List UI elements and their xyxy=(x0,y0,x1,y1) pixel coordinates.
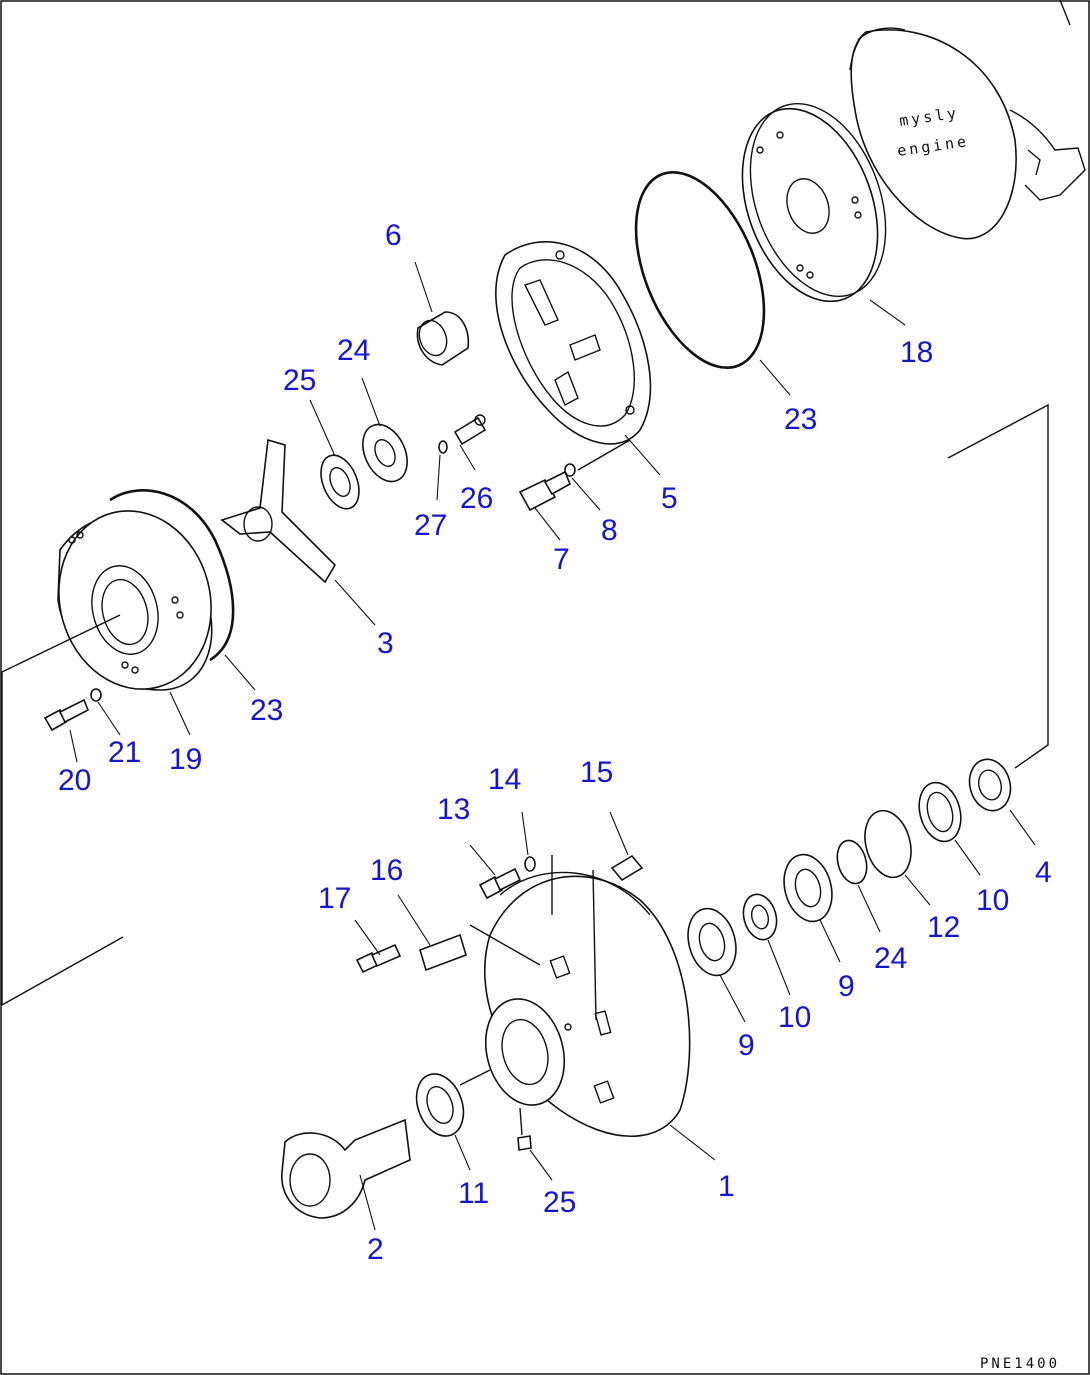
callout-1: 1 xyxy=(718,1170,735,1203)
part-20-cover xyxy=(57,510,213,691)
part-26-ring xyxy=(362,423,408,483)
callout-12: 11 xyxy=(458,1177,489,1210)
part-23-o-ring-upper xyxy=(634,171,766,369)
part-12-seal xyxy=(415,1073,465,1137)
assembly-guide-lines xyxy=(1,403,1049,1136)
part-2-yoke xyxy=(281,1118,411,1219)
callout-28: 26 xyxy=(460,482,493,515)
part-25-plug xyxy=(517,1135,532,1151)
callout-18: 17 xyxy=(318,882,351,915)
part-8-washer xyxy=(564,463,576,477)
callout-23-upper: 23 xyxy=(784,403,817,436)
callout-27: 25 xyxy=(283,364,316,397)
callout-24: 24 xyxy=(874,942,907,975)
part-27-shim xyxy=(320,454,360,510)
callout-25: 25 xyxy=(543,1186,576,1219)
part-28-nipple xyxy=(453,414,487,446)
callout-19: 18 xyxy=(900,336,933,369)
engine-housing: mysly engine xyxy=(849,0,1086,240)
part-15-washer xyxy=(524,856,536,872)
part-22-washer xyxy=(90,688,102,702)
callout-10: 10 xyxy=(778,1001,811,1034)
part-11-bearing xyxy=(918,781,962,843)
part-21-bolt xyxy=(43,698,90,732)
callout-23-lower: 23 xyxy=(250,694,283,727)
callout-2: 2 xyxy=(367,1233,384,1266)
part-1-main-housing xyxy=(484,871,691,1137)
part-7-bolt xyxy=(518,470,572,512)
part-4-seal xyxy=(968,758,1012,812)
part-6-bushing xyxy=(416,311,470,366)
part-3-support xyxy=(220,438,337,584)
part-29-washer xyxy=(438,440,448,454)
callout-26: 24 xyxy=(337,334,370,367)
part-14-bolt xyxy=(478,867,522,900)
callout-22: 21 xyxy=(108,736,141,769)
callout-6: 6 xyxy=(385,219,402,252)
callout-3: 3 xyxy=(377,627,394,660)
part-17-nameplate xyxy=(419,933,467,972)
part-16-plug xyxy=(610,854,644,882)
callout-21: 20 xyxy=(58,764,91,797)
part-10-bushing xyxy=(742,893,778,941)
part-9-gear-b xyxy=(783,853,833,923)
callout-11: 10 xyxy=(976,884,1009,917)
callout-14: 13 xyxy=(437,793,470,826)
part-9-gear-a xyxy=(687,907,737,977)
part-18-bolt xyxy=(355,943,402,974)
callout-9-upper: 9 xyxy=(838,970,855,1003)
part-13-ring xyxy=(864,809,912,879)
callout-15: 14 xyxy=(488,763,521,796)
callout-7: 7 xyxy=(553,543,570,576)
drawing-code: PNE1400 xyxy=(980,1356,1060,1372)
part-23-o-ring-lower xyxy=(109,489,235,662)
leader-lines xyxy=(69,261,1036,1231)
callout-5: 5 xyxy=(661,482,678,515)
callout-17: 16 xyxy=(370,854,403,887)
callout-4: 4 xyxy=(1035,856,1052,889)
callout-8: 8 xyxy=(601,514,618,547)
part-19-adapter-plate xyxy=(741,102,887,303)
callout-29: 27 xyxy=(414,509,447,542)
callout-9-lower: 9 xyxy=(738,1029,755,1062)
part-5-housing xyxy=(495,241,652,445)
part-24-snap-ring xyxy=(836,839,868,885)
callout-20: 19 xyxy=(169,743,202,776)
callouts: 6 24 25 18 23 5 8 7 26 27 3 23 19 21 20 … xyxy=(58,219,1052,1266)
callout-13: 12 xyxy=(927,911,960,944)
callout-16: 15 xyxy=(580,756,613,789)
